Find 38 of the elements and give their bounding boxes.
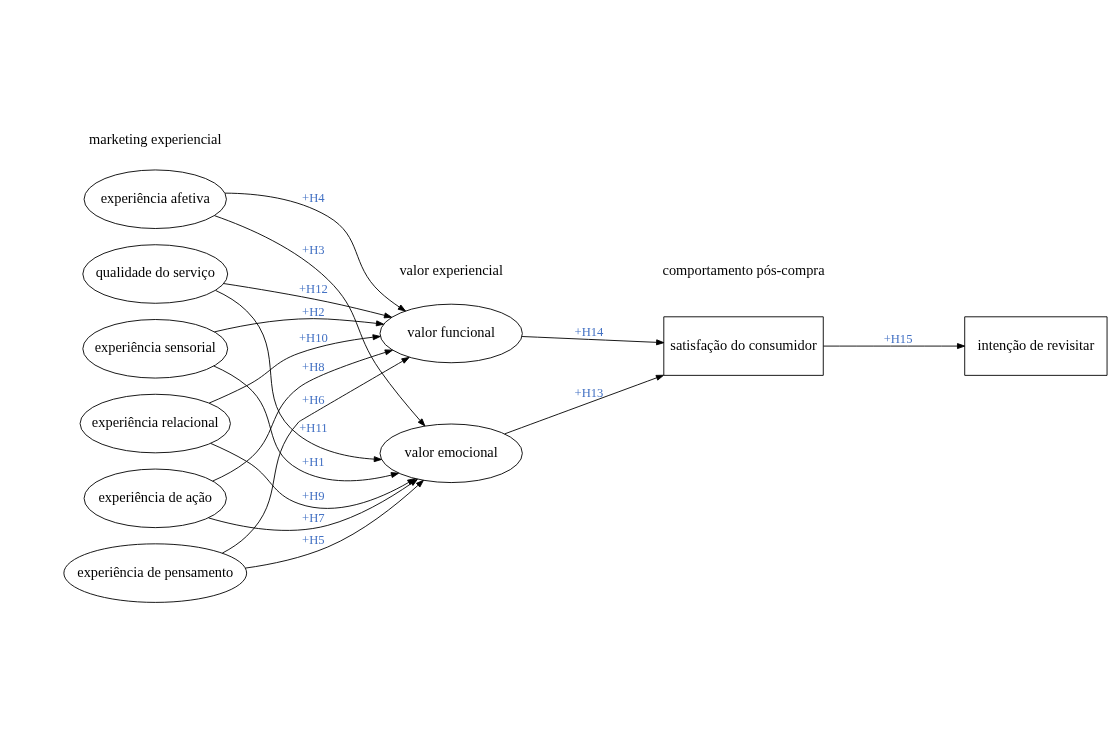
label: marketing experiencial <box>89 130 222 147</box>
edge-label: +H2 <box>302 304 325 319</box>
arrow <box>208 333 381 403</box>
node-ellipse: qualidade do serviço <box>82 243 229 304</box>
edge-label: +H7 <box>302 510 325 525</box>
arrow <box>823 342 966 349</box>
edge-label: +H5 <box>302 532 325 547</box>
arrow <box>214 317 385 332</box>
node-ellipse: experiência de pensamento <box>63 542 248 603</box>
edge-label: +H12 <box>298 281 328 296</box>
edge-label: +H15 <box>883 331 913 346</box>
arrow <box>223 282 393 318</box>
arrow <box>212 348 393 481</box>
edge-label: +H11 <box>299 420 328 435</box>
edge-label: +H9 <box>302 488 325 503</box>
label: valor experiencial <box>399 261 503 278</box>
edge-label: +H1 <box>302 454 325 469</box>
arrow <box>224 192 406 311</box>
node-ellipse: experiência sensorial <box>82 318 229 378</box>
edge-label: +H4 <box>302 190 325 205</box>
arrow <box>215 289 382 462</box>
edge-label: +H8 <box>302 359 325 374</box>
label: comportamento pós-compra <box>662 261 825 278</box>
node-ellipse: experiência de ação <box>83 468 227 528</box>
node-box: satisfação do consumidor <box>663 315 824 376</box>
arrow <box>521 335 665 345</box>
arrow <box>213 365 399 481</box>
edge-label: +H13 <box>574 385 604 400</box>
node-ellipse: experiência relacional <box>79 393 231 453</box>
arrow <box>504 374 665 434</box>
edge-label: +H10 <box>298 330 328 345</box>
node-box: intenção de revisitar <box>964 315 1108 376</box>
node-ellipse: experiência afetiva <box>83 169 227 229</box>
edge-label: +H6 <box>302 392 325 407</box>
arrow <box>213 214 426 426</box>
edge-label: +H3 <box>302 242 325 257</box>
arrow <box>221 356 410 554</box>
edge-label: +H14 <box>574 324 604 339</box>
